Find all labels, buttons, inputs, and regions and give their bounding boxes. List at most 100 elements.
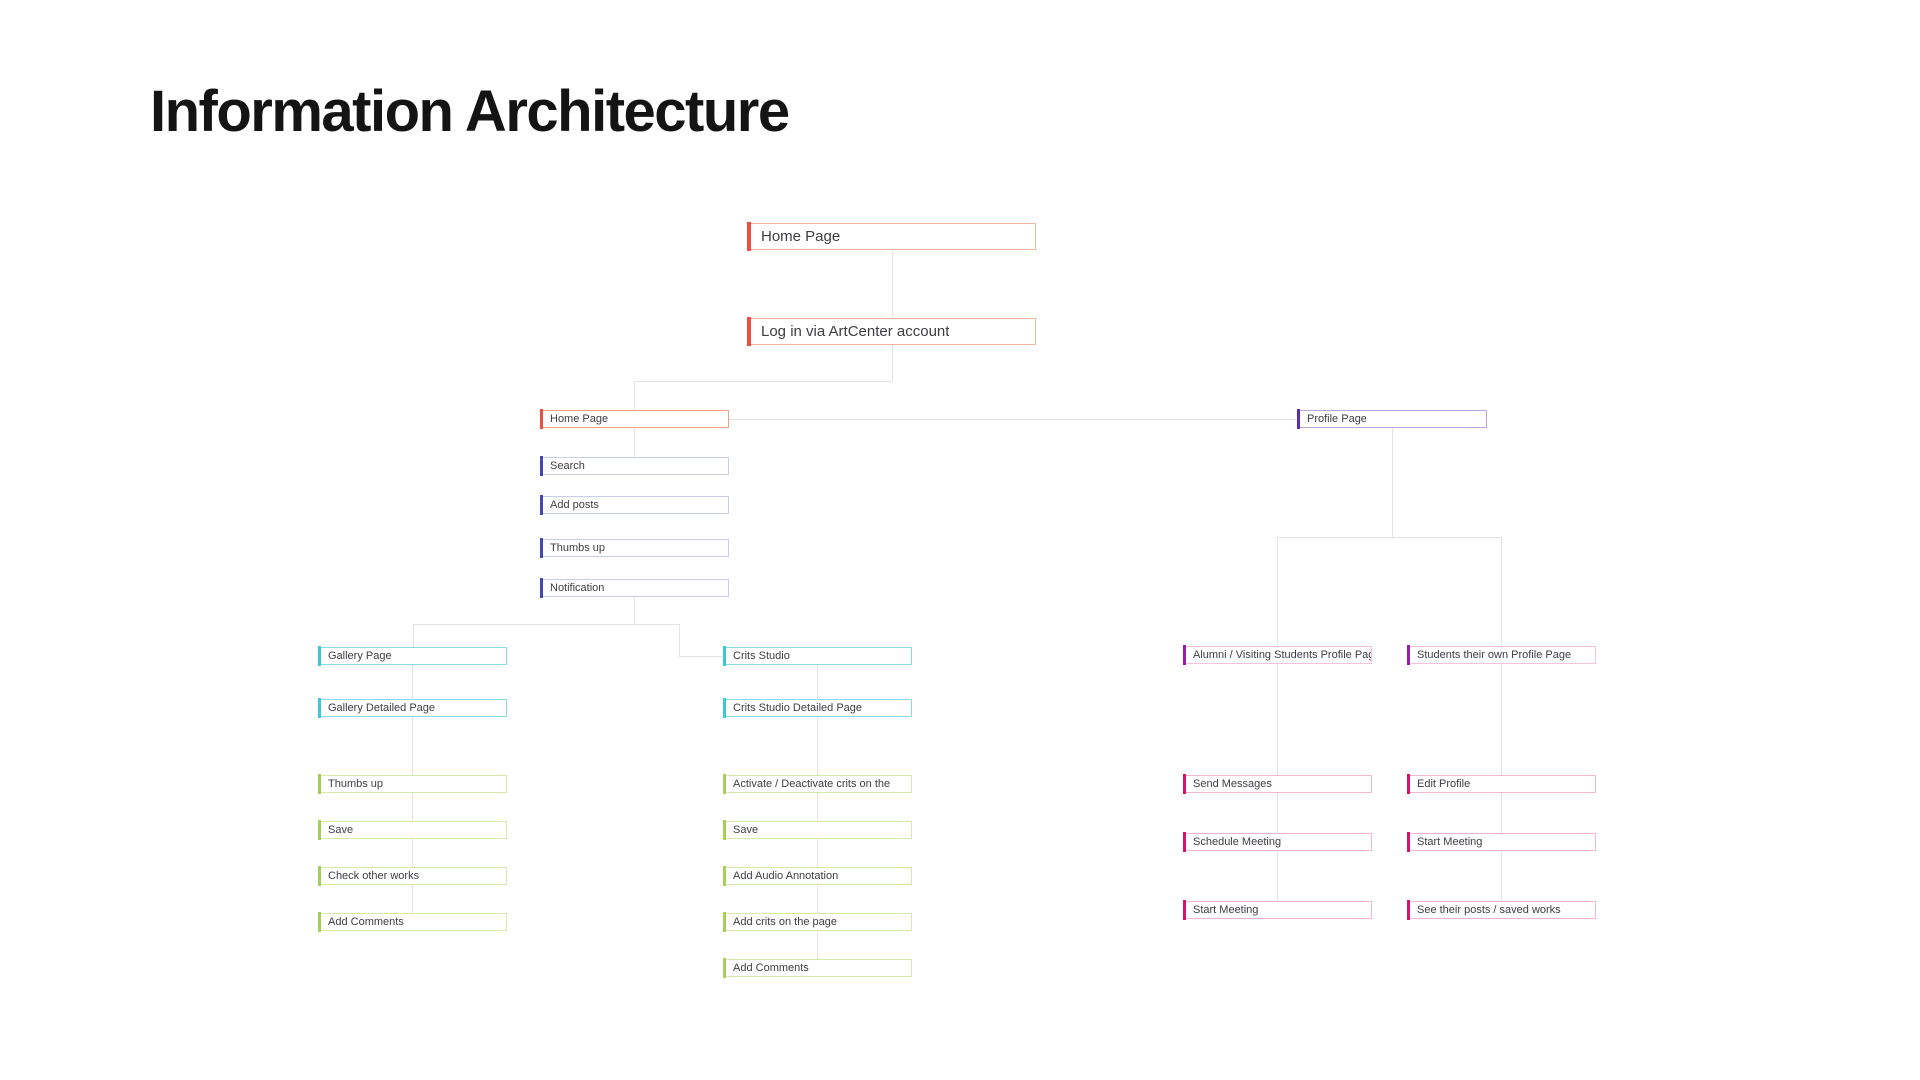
node-label: Save (328, 824, 354, 836)
node-thumbs-up-home[interactable]: Thumbs up (540, 538, 729, 558)
node-label: Start Meeting (1193, 904, 1259, 916)
node-gallery-comments[interactable]: Add Comments (318, 912, 507, 932)
node-color-bar (723, 958, 726, 978)
connector-line (634, 381, 635, 410)
node-color-bar (318, 698, 321, 718)
node-login[interactable]: Log in via ArtCenter account (747, 317, 1036, 346)
node-color-bar (1407, 774, 1410, 794)
node-label: See their posts / saved works (1417, 904, 1561, 916)
node-label: Alumni / Visiting Students Profile Page (1193, 649, 1371, 661)
page-title: Information Architecture (150, 79, 790, 144)
connector-line (634, 381, 892, 382)
node-crits-detail[interactable]: Crits Studio Detailed Page (723, 698, 912, 718)
connector-line (1501, 851, 1502, 901)
node-color-bar (1183, 832, 1186, 852)
connector-line (1277, 664, 1278, 775)
node-color-bar (540, 538, 543, 558)
node-color-bar (1297, 409, 1300, 429)
node-label: Check other works (328, 870, 420, 882)
connector-line (412, 665, 413, 699)
connector-line (412, 717, 413, 775)
node-color-bar (540, 409, 543, 429)
node-gallery-thumbs[interactable]: Thumbs up (318, 774, 507, 794)
node-color-bar (1407, 645, 1410, 665)
node-see-posts[interactable]: See their posts / saved works (1407, 900, 1596, 920)
node-search[interactable]: Search (540, 456, 729, 476)
connector-line (679, 656, 723, 657)
node-color-bar (540, 495, 543, 515)
node-color-bar (1183, 774, 1186, 794)
node-add-posts[interactable]: Add posts (540, 495, 729, 515)
node-color-bar (318, 912, 321, 932)
node-color-bar (1183, 900, 1186, 920)
node-label: Add Comments (328, 916, 404, 928)
node-color-bar (723, 698, 726, 718)
node-send-messages[interactable]: Send Messages (1183, 774, 1372, 794)
connector-line (1277, 537, 1501, 538)
connector-line (412, 839, 413, 867)
node-color-bar (747, 317, 751, 346)
connector-line (729, 419, 1297, 420)
node-label: Activate / Deactivate crits on the (733, 778, 891, 790)
node-color-bar (318, 866, 321, 886)
node-label: Gallery Page (328, 650, 392, 662)
node-color-bar (723, 820, 726, 840)
node-color-bar (723, 912, 726, 932)
connector-line (817, 793, 818, 821)
node-color-bar (1407, 900, 1410, 920)
node-color-bar (723, 646, 726, 666)
node-crits-comments[interactable]: Add Comments (723, 958, 912, 978)
node-label: Crits Studio Detailed Page (733, 702, 863, 714)
connector-line (634, 597, 635, 624)
node-crits-save[interactable]: Save (723, 820, 912, 840)
node-color-bar (747, 222, 751, 251)
connector-line (412, 793, 413, 821)
node-profile-page[interactable]: Profile Page (1297, 409, 1487, 429)
node-label: Send Messages (1193, 778, 1272, 790)
node-label: Schedule Meeting (1193, 836, 1282, 848)
connector-line (412, 885, 413, 913)
node-label: Add Audio Annotation (733, 870, 839, 882)
node-start-meeting-s[interactable]: Start Meeting (1407, 832, 1596, 852)
node-label: Notification (550, 582, 605, 594)
node-gallery-check[interactable]: Check other works (318, 866, 507, 886)
connector-line (817, 885, 818, 913)
node-label: Search (550, 460, 585, 472)
connector-line (1277, 851, 1278, 901)
connector-line (892, 250, 893, 318)
connector-line (817, 931, 818, 959)
node-label: Edit Profile (1417, 778, 1471, 790)
node-gallery-page[interactable]: Gallery Page (318, 646, 507, 666)
node-home-2[interactable]: Home Page (540, 409, 729, 429)
node-color-bar (723, 866, 726, 886)
connector-line (817, 839, 818, 867)
node-crits-add[interactable]: Add crits on the page (723, 912, 912, 932)
connector-line (817, 717, 818, 775)
connector-line (1277, 537, 1278, 646)
node-crits-studio[interactable]: Crits Studio (723, 646, 912, 666)
node-crits-audio[interactable]: Add Audio Annotation (723, 866, 912, 886)
node-notification[interactable]: Notification (540, 578, 729, 598)
node-gallery-save[interactable]: Save (318, 820, 507, 840)
node-label: Gallery Detailed Page (328, 702, 436, 714)
node-alumni-profile[interactable]: Alumni / Visiting Students Profile Page (1183, 645, 1372, 665)
node-label: Save (733, 824, 759, 836)
node-schedule-meeting[interactable]: Schedule Meeting (1183, 832, 1372, 852)
node-label: Crits Studio (733, 650, 790, 662)
node-edit-profile[interactable]: Edit Profile (1407, 774, 1596, 794)
node-label: Home Page (550, 413, 609, 425)
node-label: Add Comments (733, 962, 809, 974)
node-color-bar (1407, 832, 1410, 852)
connector-line (679, 624, 680, 656)
node-label: Home Page (761, 228, 841, 245)
node-crits-activate[interactable]: Activate / Deactivate crits on the (723, 774, 912, 794)
node-start-meeting-a[interactable]: Start Meeting (1183, 900, 1372, 920)
node-color-bar (540, 456, 543, 476)
node-gallery-detail[interactable]: Gallery Detailed Page (318, 698, 507, 718)
connector-line (1501, 664, 1502, 775)
connector-line (1277, 793, 1278, 833)
connector-line (1501, 793, 1502, 833)
node-students-profile[interactable]: Students their own Profile Page (1407, 645, 1596, 665)
node-label: Add posts (550, 499, 599, 511)
node-home-top[interactable]: Home Page (747, 222, 1036, 251)
